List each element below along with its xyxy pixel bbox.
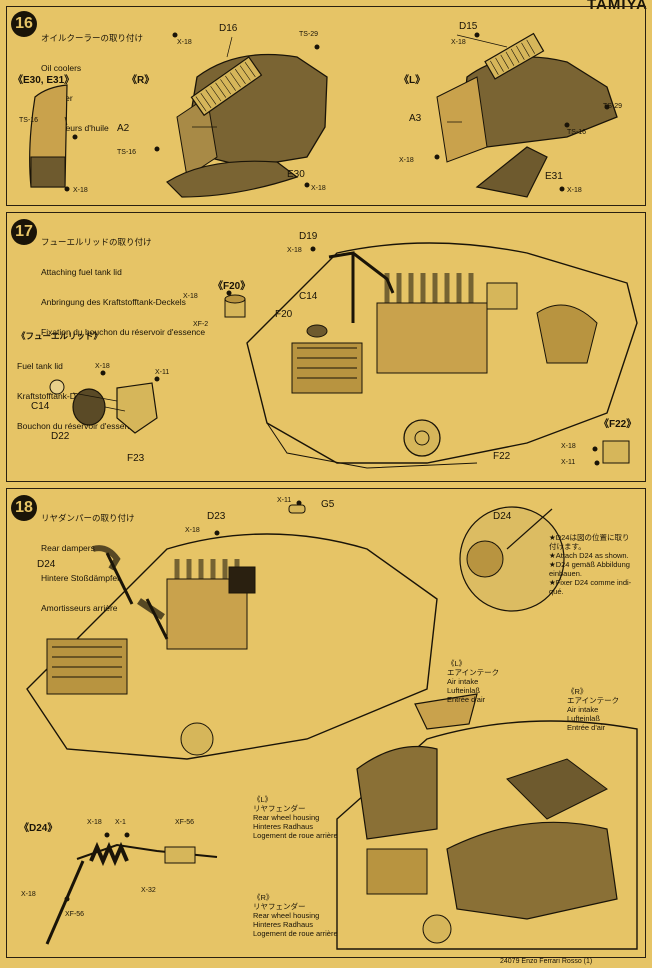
label-e30-e31: 《E30, E31》: [13, 75, 75, 86]
label-c14: C14: [31, 401, 50, 412]
step-18-number: 18: [11, 495, 37, 521]
step-18-title-en: Rear dampers: [41, 543, 95, 553]
step-16-title-ja: オイルクーラーの取り付け: [41, 33, 144, 43]
label-f22: F22: [493, 451, 511, 462]
label-d19: D19: [299, 231, 318, 242]
label-ts16-a: TS-16: [117, 149, 137, 156]
step-16-illustration: [29, 32, 618, 198]
step-18-title-fr: Amortisseurs arrière: [41, 603, 118, 613]
step-17-panel: 17 フューエルリッドの取り付け Attaching fuel tank lid…: [6, 212, 646, 482]
label-x18-d: X-18: [451, 39, 466, 46]
label-x32: X-32: [141, 887, 156, 894]
label-l: 《L》: [399, 75, 426, 86]
step-16-panel: 16 オイルクーラーの取り付け Oil coolers Ölkühler Rad…: [6, 6, 646, 206]
label-a3: A3: [409, 113, 422, 124]
step-18-illustration: [26, 500, 638, 950]
step-17-title: フューエルリッドの取り付け Attaching fuel tank lid An…: [41, 217, 205, 357]
label-f20: F20: [275, 309, 293, 320]
air-intake-l-label: 《L》 エアインテーク Air intake Lufteinlaß Entrée…: [447, 659, 500, 704]
label-d23: D23: [207, 511, 226, 522]
label-x11-b: X-11: [561, 459, 576, 466]
label-x18-h: X-18: [183, 293, 198, 300]
label-x18-g: X-18: [287, 247, 302, 254]
label-x11-a: X-11: [155, 369, 170, 376]
step-17-title-de: Anbringung des Kraftstofftank-Deckels: [41, 297, 186, 307]
label-x18-f: X-18: [567, 187, 582, 194]
label-c14-top: C14: [299, 291, 318, 302]
label-e31: E31: [545, 171, 563, 182]
step-18-title: リヤダンパーの取り付け Rear dampers Hintere Stoßdäm…: [41, 493, 135, 633]
label-f20-inset: 《F20》: [213, 281, 251, 292]
label-x11-c: X-11: [277, 497, 292, 504]
label-x18-b: X-18: [311, 185, 326, 192]
fuel-lid-sub-fr: Bouchon du réservoir d'essence: [17, 421, 139, 431]
step-18-panel: 18 リヤダンパーの取り付け Rear dampers Hintere Stoß…: [6, 488, 646, 958]
label-ts16-b: TS-16: [19, 117, 39, 124]
label-x18-m: X-18: [21, 891, 36, 898]
label-x18-l: X-18: [87, 819, 102, 826]
label-x18-i: X-18: [95, 363, 110, 370]
label-xf56-b: XF-56: [65, 911, 85, 918]
step-17-title-fr: Fixation du bouchon du réservoir d'essen…: [41, 327, 206, 337]
label-x18-a: X-18: [177, 39, 192, 46]
label-d24-detail: 《D24》: [19, 823, 58, 834]
fuel-lid-sub-de: Kraftstofftank-Deckel: [17, 391, 96, 401]
label-x1: X-1: [115, 819, 126, 826]
step-17-title-ja: フューエルリッドの取り付け: [41, 237, 152, 247]
label-x18-e: X-18: [399, 157, 414, 164]
step-18-title-de: Hintere Stoßdämpfer: [41, 573, 120, 583]
fuel-lid-subtitle: 《フューエルリッド》 Fuel tank lid Kraftstofftank-…: [17, 311, 138, 451]
label-x18-j: X-18: [561, 443, 576, 450]
label-x18-c: X-18: [73, 187, 88, 194]
label-f22-inset: 《F22》: [599, 419, 637, 430]
air-intake-r-label: 《R》 エアインテーク Air intake Lufteinlaß Entrée…: [567, 687, 620, 732]
label-g5: G5: [321, 499, 335, 510]
fuel-lid-sub-ja: 《フューエルリッド》: [17, 331, 103, 341]
label-d24-inset: D24: [493, 511, 512, 522]
label-ts29-b: TS-29: [603, 103, 623, 110]
label-ts16-c: TS-16: [567, 129, 587, 136]
label-a2: A2: [117, 123, 130, 134]
label-d16: D16: [219, 23, 238, 34]
label-d22: D22: [51, 431, 70, 442]
step-16-number: 16: [11, 11, 37, 37]
step-17-title-en: Attaching fuel tank lid: [41, 267, 122, 277]
step-18-title-ja: リヤダンパーの取り付け: [41, 513, 135, 523]
label-d15: D15: [459, 21, 478, 32]
d24-note: ★D24は図の位置に取り 付けます。 ★Attach D24 as shown.…: [549, 533, 632, 596]
footer-text: 24079 Enzo Ferrari Rosso (1): [500, 958, 593, 965]
rear-wheel-housing-r-label: 《R》 リヤフェンダー Rear wheel housing Hinteres …: [253, 893, 338, 938]
label-e30: E30: [287, 169, 305, 180]
label-x18-k: X-18: [185, 527, 200, 534]
step-16-title-en: Oil coolers: [41, 63, 82, 73]
label-xf56-a: XF-56: [175, 819, 195, 826]
label-f23: F23: [127, 453, 145, 464]
label-ts29-a: TS-29: [299, 31, 319, 38]
step-17-number: 17: [11, 219, 37, 245]
step-17-illustration: [49, 242, 638, 469]
fuel-lid-sub-en: Fuel tank lid: [17, 361, 63, 371]
label-d24-main: D24: [37, 559, 56, 570]
label-xf2: XF-2: [193, 321, 209, 328]
label-r: 《R》: [127, 75, 155, 86]
rear-wheel-housing-l-label: 《L》 リヤフェンダー Rear wheel housing Hinteres …: [253, 795, 338, 840]
